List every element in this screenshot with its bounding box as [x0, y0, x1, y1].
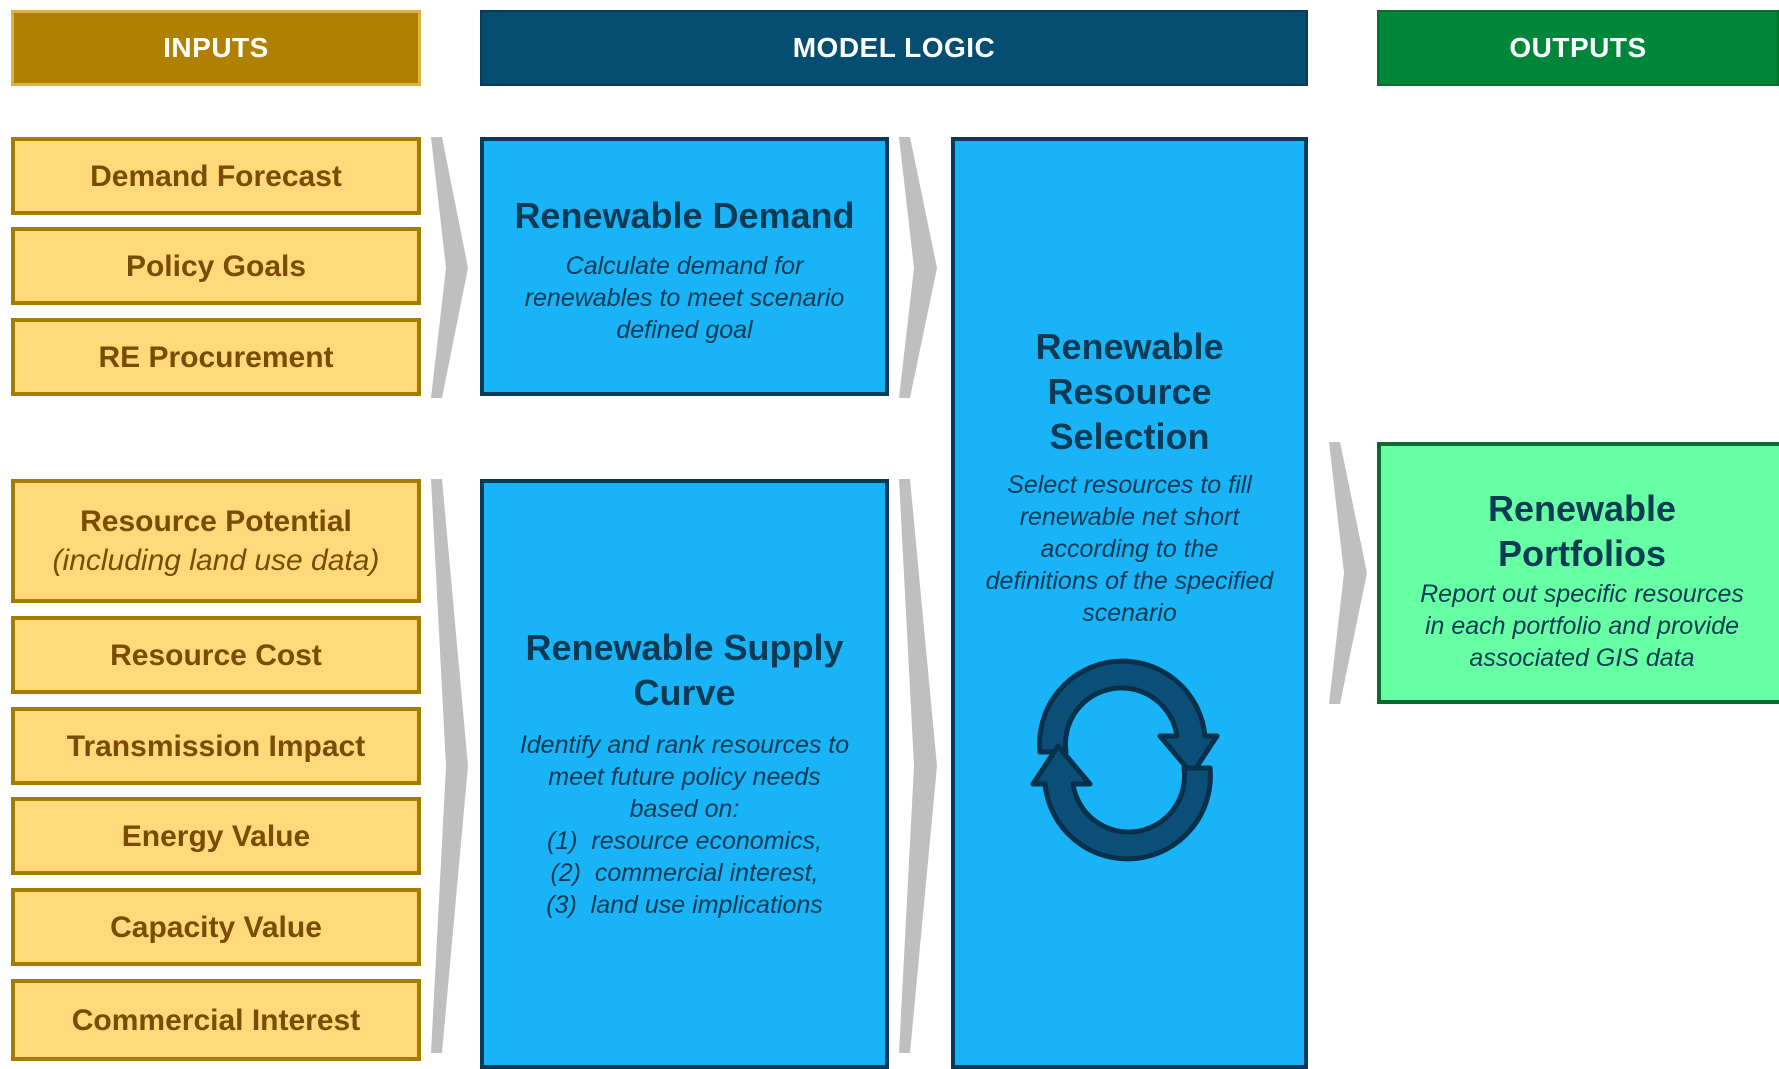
- desc-line: meet future policy needs: [548, 763, 821, 791]
- arrow-demand-to-selection: [899, 137, 937, 398]
- portfolios-title: Renewable Portfolios: [1381, 486, 1779, 576]
- input-resource-cost: Resource Cost: [11, 616, 421, 694]
- renewable-portfolios-box: Renewable Portfolios Report out specific…: [1377, 442, 1779, 704]
- desc-line: Report out specific resources: [1420, 580, 1744, 608]
- input-label: Resource Cost: [110, 638, 322, 672]
- input-label: Policy Goals: [125, 249, 307, 283]
- criteria-item: (1) resource economics,: [546, 827, 823, 855]
- input-resource-potential: Resource Potential (including land use d…: [11, 479, 421, 603]
- input-label: Demand Forecast: [90, 159, 342, 193]
- input-energy-value: Energy Value: [11, 797, 421, 875]
- title-line: Curve: [633, 672, 736, 713]
- renewable-demand-desc: Calculate demand for renewables to meet …: [484, 250, 885, 346]
- supply-curve-title: Renewable Supply Curve: [484, 625, 885, 715]
- desc-line: according to the: [1040, 535, 1219, 563]
- input-label: Energy Value: [121, 819, 311, 853]
- desc-line: definitions of the specified: [985, 567, 1274, 595]
- inputs-header-label: INPUTS: [163, 32, 269, 63]
- arrow-supply-to-selection: [899, 479, 937, 1053]
- portfolios-desc: Report out specific resources in each po…: [1381, 578, 1779, 674]
- desc-line: scenario: [1082, 599, 1177, 627]
- input-sublabel: (including land use data): [52, 544, 380, 577]
- desc-line: Calculate demand for: [565, 252, 804, 280]
- resource-selection-desc: Select resources to fill renewable net s…: [955, 469, 1304, 629]
- desc-line: associated GIS data: [1469, 644, 1695, 672]
- model-logic-header: MODEL LOGIC: [480, 10, 1308, 86]
- input-transmission-impact: Transmission Impact: [11, 707, 421, 785]
- title-line: Renewable Supply: [525, 627, 844, 668]
- desc-line: renewable net short: [1019, 503, 1240, 531]
- outputs-header: OUTPUTS: [1377, 10, 1779, 86]
- title-line: Renewable: [1035, 326, 1224, 367]
- renewable-resource-selection-box: Renewable Resource Selection Select reso…: [951, 137, 1308, 1069]
- model-logic-header-label: MODEL LOGIC: [792, 32, 996, 63]
- input-label: Commercial Interest: [71, 1003, 361, 1037]
- desc-line: in each portfolio and provide: [1424, 612, 1740, 640]
- criteria-item: (3) land use implications: [546, 891, 823, 919]
- inputs-header: INPUTS: [11, 10, 421, 86]
- title-line: Resource: [1047, 371, 1212, 412]
- input-label: Capacity Value: [110, 910, 322, 944]
- arrow-inputs-to-demand: [431, 137, 468, 398]
- supply-curve-desc: Identify and rank resources to meet futu…: [484, 729, 885, 921]
- renewable-demand-box: Renewable Demand Calculate demand for re…: [480, 137, 889, 396]
- input-policy-goals: Policy Goals: [11, 227, 421, 305]
- cycle-arrows-icon: [1030, 658, 1220, 862]
- input-label: Resource Potential: [80, 505, 352, 538]
- input-demand-forecast: Demand Forecast: [11, 137, 421, 215]
- desc-line: Identify and rank resources to: [519, 731, 850, 759]
- desc-line: renewables to meet scenario: [524, 284, 845, 312]
- arrow-selection-to-portfolios: [1329, 442, 1367, 704]
- input-label: Transmission Impact: [66, 729, 366, 763]
- desc-line: Select resources to fill: [1007, 471, 1252, 499]
- desc-line: defined goal: [616, 316, 753, 344]
- resource-selection-title: Renewable Resource Selection: [955, 324, 1304, 459]
- criteria-item: (2) commercial interest,: [550, 859, 819, 887]
- outputs-header-label: OUTPUTS: [1509, 32, 1647, 63]
- input-capacity-value: Capacity Value: [11, 888, 421, 966]
- title-line: Selection: [1049, 416, 1210, 457]
- desc-line: based on:: [629, 795, 740, 823]
- title-line: Portfolios: [1498, 533, 1666, 574]
- title-line: Renewable: [1487, 488, 1677, 529]
- input-label: RE Procurement: [98, 340, 334, 374]
- renewable-demand-title: Renewable Demand: [514, 195, 855, 236]
- arrow-inputs-to-supply: [431, 479, 468, 1053]
- renewable-supply-curve-box: Renewable Supply Curve Identify and rank…: [480, 479, 889, 1069]
- input-re-procurement: RE Procurement: [11, 318, 421, 396]
